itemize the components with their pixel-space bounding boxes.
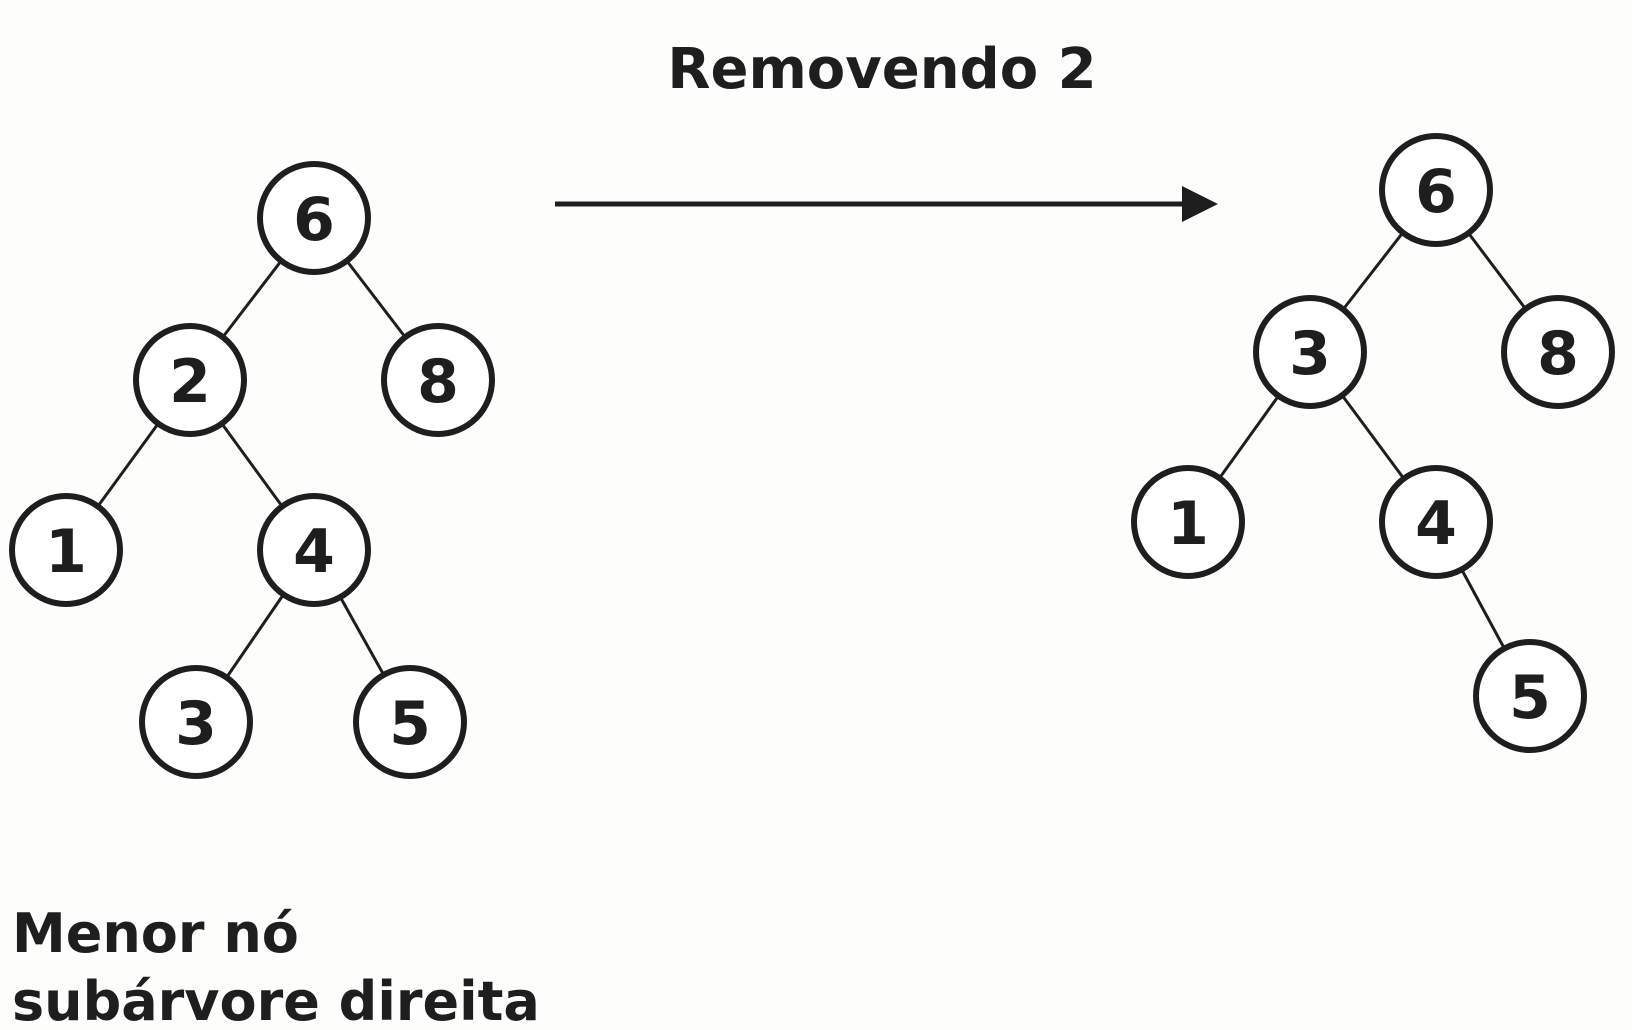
caption-line-1: Menor nó bbox=[12, 902, 299, 965]
svg-text:8: 8 bbox=[417, 347, 459, 417]
tree-before-node-3: 3 bbox=[139, 665, 253, 779]
svg-text:5: 5 bbox=[389, 689, 431, 759]
svg-text:4: 4 bbox=[1415, 489, 1457, 559]
tree-before-edges bbox=[96, 259, 407, 679]
tree-before-removal: 6 2 8 1 4 3 5 bbox=[9, 161, 495, 779]
tree-before-edge-6-2 bbox=[221, 259, 283, 339]
svg-text:3: 3 bbox=[175, 689, 217, 759]
tree-before-edge-2-1 bbox=[96, 422, 160, 508]
tree-before-node-1: 1 bbox=[9, 493, 123, 607]
svg-text:8: 8 bbox=[1537, 319, 1579, 389]
tree-after-edge-6-8 bbox=[1467, 232, 1527, 310]
tree-before-edge-6-8 bbox=[345, 259, 407, 339]
svg-text:6: 6 bbox=[293, 185, 335, 255]
tree-before-node-6: 6 bbox=[257, 161, 371, 275]
transition-arrow bbox=[555, 186, 1218, 222]
tree-after-node-8: 8 bbox=[1501, 295, 1615, 409]
tree-after-edge-3-4 bbox=[1340, 394, 1406, 480]
tree-before-node-4: 4 bbox=[257, 493, 371, 607]
svg-text:5: 5 bbox=[1509, 663, 1551, 733]
tree-after-node-1: 1 bbox=[1131, 465, 1245, 579]
tree-before-node-2: 2 bbox=[133, 323, 247, 437]
svg-text:6: 6 bbox=[1415, 157, 1457, 227]
tree-after-node-5: 5 bbox=[1473, 639, 1587, 753]
svg-text:1: 1 bbox=[45, 517, 87, 587]
tree-after-edge-6-3 bbox=[1341, 231, 1405, 311]
diagram-title: Removendo 2 bbox=[667, 37, 1096, 102]
svg-text:4: 4 bbox=[293, 517, 335, 587]
caption-line-2: subárvore direita bbox=[12, 970, 540, 1030]
tree-after-node-4: 4 bbox=[1379, 465, 1493, 579]
caption: Menor nó subárvore direita bbox=[12, 902, 540, 1030]
tree-after-nodes: 6 3 8 1 4 5 bbox=[1131, 133, 1615, 753]
svg-text:2: 2 bbox=[169, 347, 211, 417]
tree-before-edge-2-4 bbox=[220, 422, 284, 508]
tree-after-node-6: 6 bbox=[1379, 133, 1493, 247]
tree-before-nodes: 6 2 8 1 4 3 5 bbox=[9, 161, 495, 779]
arrow-head-icon bbox=[1182, 186, 1218, 222]
tree-before-edge-4-3 bbox=[225, 593, 285, 679]
tree-before-node-5: 5 bbox=[353, 665, 467, 779]
tree-after-edge-4-5 bbox=[1460, 568, 1506, 650]
tree-before-edge-4-5 bbox=[339, 596, 385, 676]
tree-after-node-3: 3 bbox=[1253, 295, 1367, 409]
tree-after-edge-3-1 bbox=[1218, 394, 1280, 480]
tree-before-node-8: 8 bbox=[381, 323, 495, 437]
tree-after-removal: 6 3 8 1 4 5 bbox=[1131, 133, 1615, 753]
svg-text:1: 1 bbox=[1167, 489, 1209, 559]
svg-text:3: 3 bbox=[1289, 319, 1331, 389]
tree-after-edges bbox=[1218, 231, 1527, 650]
